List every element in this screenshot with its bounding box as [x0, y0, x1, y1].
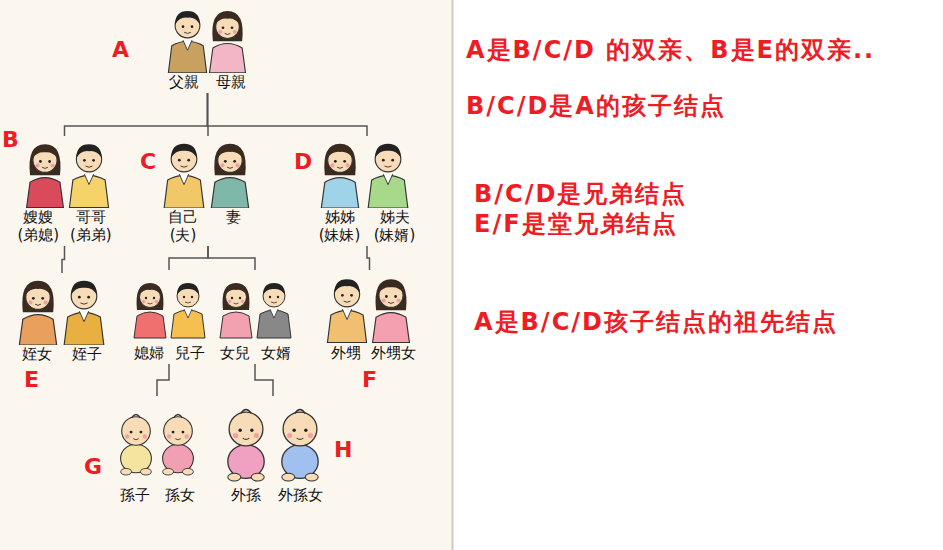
relation-name: 自己(夫): [158, 208, 208, 244]
name-row: 媳婦兒子: [128, 344, 210, 362]
relation-name: 哥哥 (弟弟): [65, 208, 118, 244]
family-couple: 外甥外甥女: [322, 272, 417, 362]
name-row: 姪女姪子: [12, 345, 112, 363]
family-couple: 媳婦兒子: [128, 272, 210, 362]
figure-space: [214, 272, 296, 344]
relation-name: 嫂嫂 (弟媳): [12, 208, 65, 244]
relation-name: 妻: [208, 208, 258, 244]
relation-name: 外孫女: [273, 486, 328, 504]
family-couple: 女兒女婿: [214, 272, 296, 362]
baby-figure: [228, 410, 264, 482]
baby-figure: [121, 415, 152, 476]
relation-name: 外甥: [322, 344, 370, 362]
panel-ground: [0, 0, 452, 550]
figure-space: [12, 275, 112, 345]
tree-connector: [169, 246, 208, 270]
person-figure: [210, 11, 246, 73]
panel-edge: [452, 0, 454, 550]
person-figure: [368, 144, 408, 208]
family-couple: 嫂嫂 (弟媳)哥哥 (弟弟): [12, 138, 117, 244]
node-letter: C: [140, 150, 156, 174]
figure-space: [158, 138, 258, 208]
person-figure: [164, 144, 204, 208]
relation-name: 姪子: [62, 345, 112, 363]
note-text: B/C/D是A的孩子结点: [466, 92, 726, 121]
relation-name: 外甥女: [370, 344, 418, 362]
relation-name: 女兒: [214, 344, 255, 362]
relation-name: 姊夫 (妹婿): [367, 208, 422, 244]
relation-name: 母親: [208, 73, 256, 91]
node-letter: B: [2, 128, 19, 152]
relation-name: 兒子: [169, 344, 210, 362]
relation-name: 女婿: [255, 344, 296, 362]
person-figure: [373, 279, 410, 342]
relation-name: 姊姊 (妹妹): [312, 208, 367, 244]
person-figure: [134, 283, 166, 338]
tree-connector: [255, 364, 273, 396]
person-figure: [220, 283, 252, 338]
name-row: 孫子孫女: [112, 486, 202, 504]
figure-space: [160, 5, 255, 73]
tree-connector: [208, 93, 368, 136]
relation-name: 外孫: [218, 486, 273, 504]
name-row: 自己(夫)妻: [158, 208, 258, 244]
tree-connector: [65, 93, 208, 136]
person-figure: [327, 279, 366, 342]
relation-name: 姪女: [12, 345, 62, 363]
figure-space: [112, 398, 202, 486]
family-couple: 姊姊 (妹妹)姊夫 (妹婿): [312, 138, 422, 244]
person-figure: [69, 144, 108, 207]
person-figure: [168, 11, 206, 73]
name-row: 父親母親: [160, 73, 255, 91]
family-couple: 自己(夫)妻: [158, 138, 258, 244]
note-text: A是B/C/D孩子结点的祖先结点: [474, 308, 838, 337]
person-figure: [64, 281, 104, 345]
node-letter: F: [362, 368, 377, 392]
figure-space: [322, 272, 417, 344]
person-figure: [27, 144, 64, 207]
family-couple: 外孫外孫女: [218, 398, 328, 504]
name-row: 姊姊 (妹妹)姊夫 (妹婿): [312, 208, 422, 244]
relation-name: 父親: [160, 73, 208, 91]
person-figure: [211, 144, 248, 208]
relation-name: 孫子: [112, 486, 157, 504]
baby-figure: [282, 410, 318, 482]
person-figure: [257, 283, 291, 338]
name-row: 嫂嫂 (弟媳)哥哥 (弟弟): [12, 208, 117, 244]
figure-space: [312, 138, 422, 208]
node-letter: D: [294, 150, 312, 174]
figure-space: [128, 272, 210, 344]
node-letter: H: [334, 438, 352, 462]
note-text: A是B/C/D 的双亲、B是E的双亲..: [466, 36, 875, 65]
person-figure: [171, 283, 205, 338]
tree-connector: [62, 246, 65, 273]
family-couple: 父親母親: [160, 5, 255, 91]
figure-space: [12, 138, 117, 208]
note-text: E/F是堂兄弟结点: [474, 210, 678, 239]
name-row: 外甥外甥女: [322, 344, 417, 362]
family-couple: 姪女姪子: [12, 275, 112, 363]
name-row: 外孫外孫女: [218, 486, 328, 504]
node-letter: G: [84, 455, 102, 479]
baby-figure: [163, 415, 194, 476]
tree-connector: [367, 246, 370, 270]
relation-name: 孫女: [157, 486, 202, 504]
tree-connector: [208, 246, 255, 270]
person-figure: [19, 281, 56, 345]
relation-name: 媳婦: [128, 344, 169, 362]
node-letter: E: [24, 368, 39, 392]
note-text: B/C/D是兄弟结点: [474, 180, 687, 209]
name-row: 女兒女婿: [214, 344, 296, 362]
tree-connector: [157, 364, 169, 396]
family-couple: 孫子孫女: [112, 398, 202, 504]
figure-space: [218, 398, 328, 486]
node-letter: A: [112, 38, 129, 62]
person-figure: [321, 144, 358, 208]
